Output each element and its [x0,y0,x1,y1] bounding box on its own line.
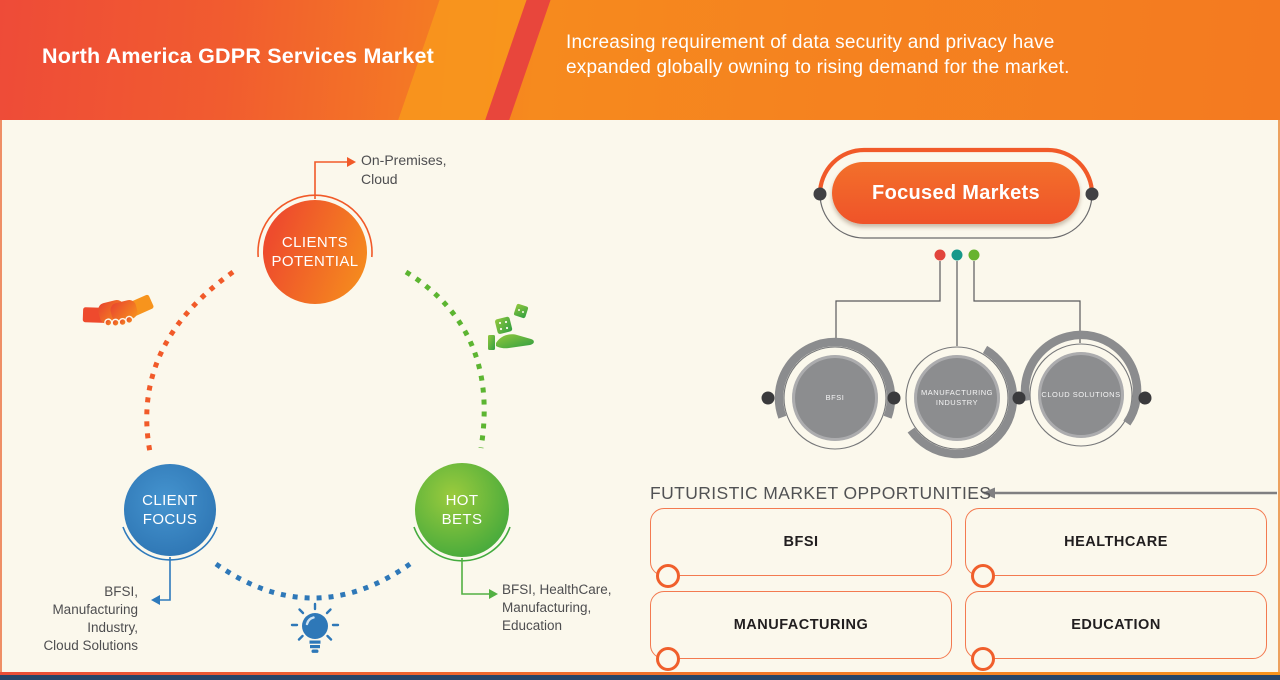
cycle-arc-green [404,269,487,449]
focused-markets-dot-right [1085,187,1099,201]
client-focus-connector [160,557,171,601]
bottom-accent-line [0,672,1280,675]
handshake-icon [82,294,154,327]
focused-markets-dot-left [813,187,827,201]
branch-dot-red [934,249,946,261]
dice-hand-icon [488,303,534,350]
header-banner: North America GDPR Services Market Incre… [0,0,1280,120]
hot-bets-connector [461,558,489,595]
opportunity-corner-ring [656,564,680,588]
market-circle-bfsi: BFSI [792,355,878,441]
clients-potential-circle: CLIENTS POTENTIAL [263,200,367,304]
cycle-arc-blue [214,561,412,601]
client-focus-circle: CLIENT FOCUS [124,464,216,556]
hot-bets-circle: HOT BETS [415,463,509,557]
opportunity-box-bfsi: BFSI [650,508,952,576]
clients-potential-arrow [347,157,356,167]
opportunity-corner-ring [656,647,680,671]
header-subtitle: Increasing requirement of data security … [566,32,1070,78]
clients-potential-callout: On-Premises, Cloud [361,152,447,187]
left-border [0,120,2,674]
opportunity-box-education: EDUCATION [965,591,1267,659]
branch-dot-teal [951,249,963,261]
hot-bets-arrow [489,589,498,599]
opportunity-box-healthcare: HEALTHCARE [965,508,1267,576]
lightbulb-icon [290,602,340,653]
opportunities-heading: FUTURISTIC MARKET OPPORTUNITIES [650,483,992,503]
cycle-arc-orange [144,269,235,453]
client-focus-callout: BFSI, Manufacturing Industry, Cloud Solu… [43,584,138,653]
market-circle-manufacturing-industry: MANUFACTURING INDUSTRY [914,355,1000,441]
opportunity-corner-ring [971,564,995,588]
footer-bar [0,675,1280,680]
opportunity-corner-ring [971,647,995,671]
right-border [1278,120,1280,674]
clients-potential-connector [314,161,347,199]
branch-dot-green [968,249,980,261]
hot-bets-callout: BFSI, HealthCare, Manufacturing, Educati… [502,582,612,633]
focused-markets-pill: Focused Markets [832,162,1080,224]
page-title: North America GDPR Services Market [42,44,434,68]
client-focus-arrow [151,595,160,605]
branch-lines [835,261,1081,346]
opportunity-box-manufacturing: MANUFACTURING [650,591,952,659]
market-circle-cloud-solutions: CLOUD SOLUTIONS [1038,352,1124,438]
